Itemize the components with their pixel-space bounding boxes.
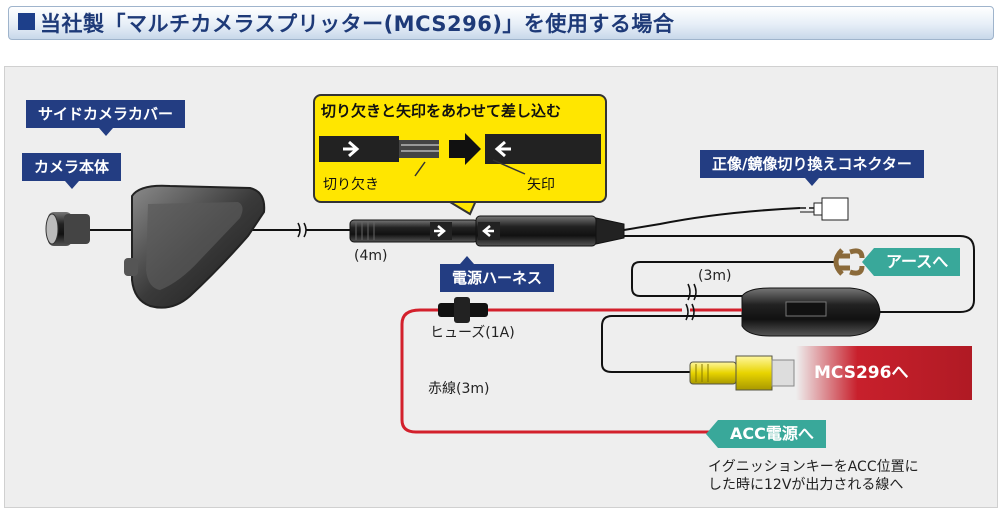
- ground-tag: アースへ: [861, 248, 961, 276]
- section-header: [8, 6, 994, 40]
- red-wire-label: 赤線(3m): [428, 381, 490, 397]
- arrow-label: 矢印: [527, 177, 555, 193]
- red-power-wire: [400, 303, 742, 434]
- insert-arrow-icon: [449, 133, 481, 165]
- header-bullet-icon: [18, 13, 35, 30]
- video-wire: [601, 315, 742, 373]
- rca-plug: [689, 355, 795, 391]
- selector-connector-tag: 正像/鏡像切り換えコネクター: [700, 150, 924, 186]
- fuse-label: ヒューズ(1A): [430, 325, 515, 341]
- length-3m-label: (3m): [698, 268, 732, 284]
- harness-connector-male: [349, 219, 479, 243]
- harness-main-cable: [624, 235, 975, 313]
- acc-note-line2: した時に12Vが出力される線へ: [708, 477, 904, 493]
- camera-lens: [45, 212, 90, 246]
- notch-label: 切り欠き: [323, 177, 379, 193]
- callout-illustration: [319, 133, 601, 177]
- insertion-callout: 切り欠きと矢印をあわせて差し込む 切り欠き 矢印: [313, 94, 607, 203]
- selector-cable: [623, 197, 849, 231]
- callout-title: 切り欠きと矢印をあわせて差し込む: [321, 102, 562, 120]
- camera-body-tag: カメラ本体: [22, 153, 122, 189]
- splitter-block: [741, 287, 881, 337]
- camera-body: [124, 184, 266, 309]
- length-4m-label: (4m): [354, 248, 388, 264]
- acc-note-line1: イグニッションキーをACC位置に: [708, 459, 919, 475]
- power-harness-tag: 電源ハーネス: [440, 256, 555, 292]
- ground-wire: [631, 248, 865, 301]
- fuse-holder: [438, 297, 488, 323]
- side-camera-cover-tag: サイドカメラカバー: [26, 100, 186, 136]
- page-title: 当社製「マルチカメラスプリッター(MCS296)」を使用する場合: [40, 12, 675, 36]
- acc-power-tag: ACC電源へ: [706, 420, 826, 448]
- mcs296-tag: MCS296へ: [796, 346, 972, 400]
- harness-connector-female: [475, 215, 625, 247]
